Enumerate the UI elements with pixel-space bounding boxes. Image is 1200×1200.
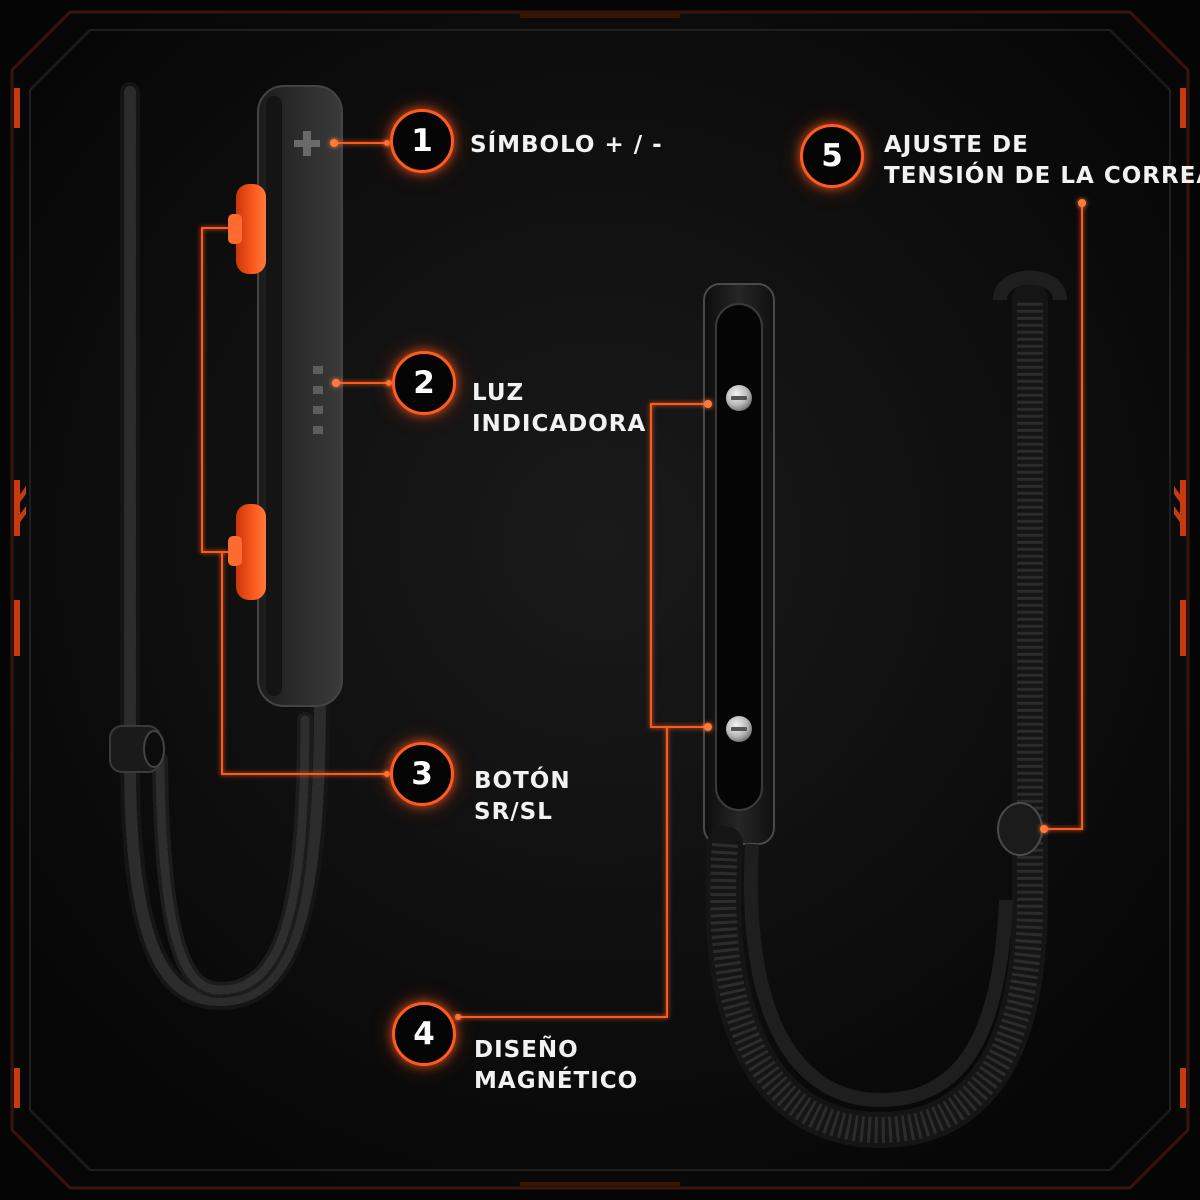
callout-label-5-line-1: AJUSTE DE: [884, 132, 1029, 158]
magnet-screw-icon: [726, 385, 752, 742]
callout-number-3: 3: [390, 742, 454, 806]
left-strap: [109, 82, 330, 1011]
callout-label-4: DISEÑO MAGNÉTICO: [474, 1035, 638, 1097]
callout-label-2-line-2: INDICADORA: [472, 411, 647, 437]
callout-label-2: LUZ INDICADORA: [472, 378, 646, 440]
plus-icon: [294, 131, 320, 156]
callout-label-2-line-1: LUZ: [472, 380, 525, 406]
callout-lines: [201, 142, 1083, 1018]
callout-label-4-line-1: DISEÑO: [474, 1037, 579, 1063]
callout-number-5: 5: [800, 124, 864, 188]
callout-dots: [330, 139, 1086, 1020]
callout-number-2: 2: [392, 351, 456, 415]
callout-label-3-line-1: BOTÓN: [474, 768, 571, 794]
callout-label-3: BOTÓN SR/SL: [474, 766, 571, 828]
callout-number-1: 1: [390, 109, 454, 173]
callout-label-4-line-2: MAGNÉTICO: [474, 1068, 639, 1094]
callout-number-4: 4: [392, 1002, 456, 1066]
callout-label-5-line-2: TENSIÓN DE LA CORREA: [884, 163, 1200, 189]
callout-label-1-line-1: SÍMBOLO + / -: [470, 132, 663, 158]
frame-decoration-left: [14, 88, 26, 1108]
callout-label-5: AJUSTE DE TENSIÓN DE LA CORREA: [884, 130, 1200, 192]
frame-decoration-right: [1174, 88, 1186, 1108]
right-strap: [705, 270, 1067, 1149]
inner-frame: [29, 29, 1171, 1171]
left-grip: [228, 85, 343, 707]
sl-button: [228, 504, 266, 600]
callout-label-1: SÍMBOLO + / -: [470, 130, 663, 161]
indicator-light-icon: [313, 366, 323, 434]
tension-slider: [997, 802, 1043, 856]
right-rail: [703, 283, 775, 845]
callout-label-3-line-2: SR/SL: [474, 799, 553, 825]
sr-button: [228, 184, 266, 274]
frame-decoration-top: [520, 14, 680, 1186]
